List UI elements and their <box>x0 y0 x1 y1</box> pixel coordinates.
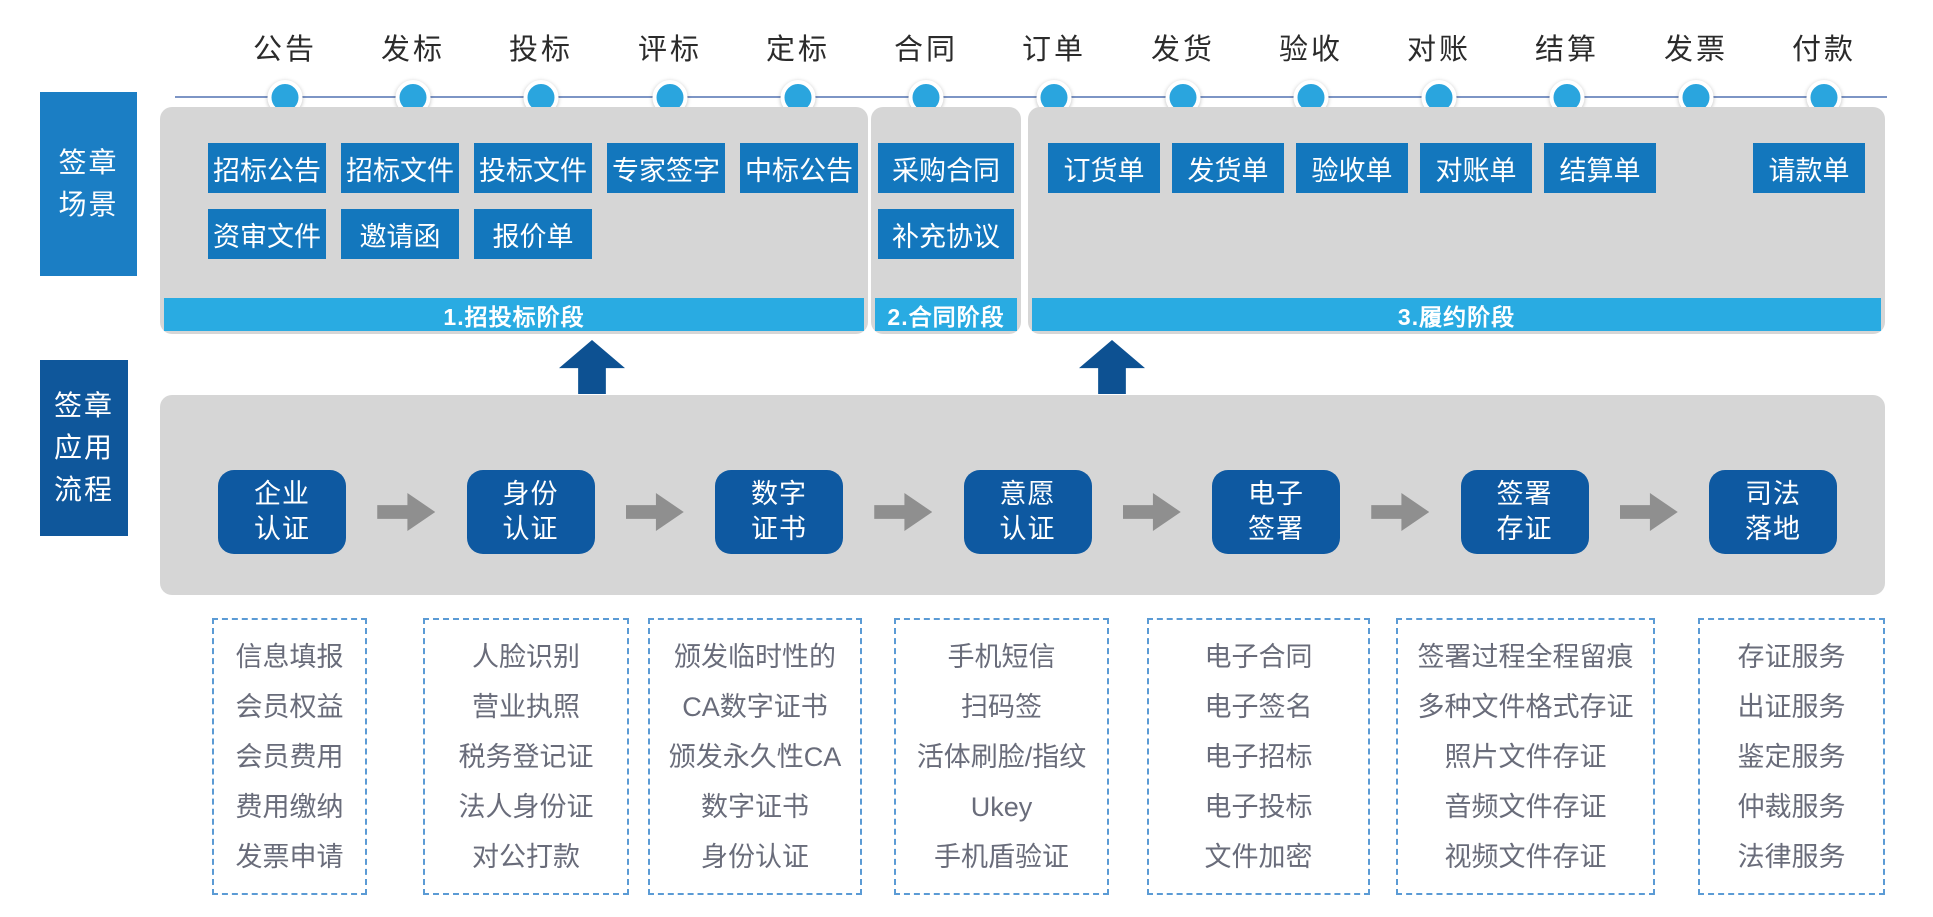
timeline-node-label: 评标 <box>637 34 703 66</box>
detail-item: 手机盾验证 <box>934 841 1069 872</box>
detail-item: 法律服务 <box>1737 841 1846 872</box>
scene-panel-contract: 采购合同 补充协议 2.合同阶段 <box>871 107 1021 334</box>
doc-chip: 邀请函 <box>341 209 459 259</box>
detail-list-signing-evidence: 签署过程全程留痕 多种文件格式存证 照片文件存证 音频文件存证 视频文件存证 <box>1396 618 1655 895</box>
detail-item: 电子招标 <box>1204 741 1313 772</box>
detail-item: 扫码签 <box>961 691 1042 722</box>
detail-item: 签署过程全程留痕 <box>1417 641 1634 672</box>
detail-item: 照片文件存证 <box>1444 741 1607 772</box>
detail-item: 数字证书 <box>701 791 809 822</box>
doc-chip: 补充协议 <box>878 209 1014 259</box>
detail-item: CA数字证书 <box>682 691 828 722</box>
detail-item: 税务登记证 <box>458 741 594 772</box>
timeline-line <box>175 96 1887 98</box>
detail-list-identity-auth: 人脸识别 营业执照 税务登记证 法人身份证 对公打款 <box>423 618 629 895</box>
flow-step-digital-cert: 数字 证书 <box>715 470 843 554</box>
doc-chip: 专家签字 <box>607 143 725 193</box>
timeline-node-label: 验收 <box>1278 34 1344 66</box>
timeline-node-label: 定标 <box>765 34 831 66</box>
detail-item: 鉴定服务 <box>1737 741 1846 772</box>
doc-chip: 投标文件 <box>474 143 592 193</box>
timeline-node-label: 付款 <box>1791 34 1857 66</box>
doc-chip: 请款单 <box>1753 143 1865 193</box>
detail-item: 手机短信 <box>947 641 1056 672</box>
timeline-node-label: 发标 <box>380 34 446 66</box>
detail-item: 存证服务 <box>1737 641 1846 672</box>
stage-bar-bidding: 1.招投标阶段 <box>164 298 864 331</box>
right-arrow-icon <box>625 493 684 531</box>
scene-panel-bidding: 招标公告 招标文件 投标文件 专家签字 中标公告 资审文件 邀请函 报价单 1.… <box>160 107 868 334</box>
section-label-signature-scenes: 签章 场景 <box>40 92 137 276</box>
timeline-node-label: 投标 <box>508 34 574 66</box>
timeline-node-label: 订单 <box>1021 34 1087 66</box>
timeline-node-label: 发货 <box>1150 34 1216 66</box>
right-arrow-icon <box>377 493 436 531</box>
application-flow-panel: 企业 认证 身份 认证 数字 证书 意愿 认证 电子 签署 签署 存证 司法 落… <box>160 395 1885 595</box>
doc-chip: 验收单 <box>1296 143 1408 193</box>
up-arrow-icon <box>559 340 625 394</box>
detail-item: 视频文件存证 <box>1444 841 1607 872</box>
scene-panel-performance: 订货单 发货单 验收单 对账单 结算单 请款单 3.履约阶段 <box>1028 107 1885 334</box>
detail-item: 颁发临时性的 <box>674 641 836 672</box>
detail-item: 音频文件存证 <box>1444 791 1607 822</box>
detail-item: 出证服务 <box>1737 691 1846 722</box>
detail-list-e-signing: 电子合同 电子签名 电子招标 电子投标 文件加密 <box>1147 618 1370 895</box>
stage-bar-contract: 2.合同阶段 <box>875 298 1017 331</box>
detail-item: 会员费用 <box>235 741 344 772</box>
detail-item: 发票申请 <box>235 841 344 872</box>
timeline-node-label: 结算 <box>1534 34 1600 66</box>
timeline-node-label: 合同 <box>893 34 959 66</box>
timeline-node-label: 对账 <box>1406 34 1472 66</box>
doc-chip: 中标公告 <box>740 143 858 193</box>
detail-item: Ukey <box>970 791 1033 822</box>
detail-item: 电子合同 <box>1204 641 1313 672</box>
detail-item: 电子投标 <box>1204 791 1313 822</box>
doc-chip: 资审文件 <box>208 209 326 259</box>
right-arrow-icon <box>1371 493 1430 531</box>
detail-item: 文件加密 <box>1204 841 1313 872</box>
right-arrow-icon <box>874 493 933 531</box>
detail-item: 多种文件格式存证 <box>1417 691 1634 722</box>
detail-list-judicial-services: 存证服务 出证服务 鉴定服务 仲裁服务 法律服务 <box>1698 618 1885 895</box>
detail-item: 费用缴纳 <box>235 791 344 822</box>
detail-item: 营业执照 <box>472 691 580 722</box>
detail-item: 对公打款 <box>472 841 580 872</box>
flow-step-e-signing: 电子 签署 <box>1212 470 1340 554</box>
flow-step-judicial-landing: 司法 落地 <box>1709 470 1837 554</box>
doc-chip: 招标公告 <box>208 143 326 193</box>
doc-chip: 对账单 <box>1420 143 1532 193</box>
timeline-node-label: 公告 <box>252 34 318 66</box>
detail-item: 人脸识别 <box>472 641 580 672</box>
right-arrow-icon <box>1122 493 1181 531</box>
up-arrow-icon <box>1079 340 1145 394</box>
detail-item: 身份认证 <box>701 841 809 872</box>
flow-step-willingness-auth: 意愿 认证 <box>963 470 1092 554</box>
flow-step-identity-auth: 身份 认证 <box>466 470 595 554</box>
doc-chip: 报价单 <box>474 209 592 259</box>
doc-chip: 招标文件 <box>341 143 459 193</box>
doc-chip: 采购合同 <box>878 143 1014 193</box>
detail-item: 会员权益 <box>235 691 344 722</box>
detail-item: 颁发永久性CA <box>668 741 842 772</box>
application-flow: 企业 认证 身份 认证 数字 证书 意愿 认证 电子 签署 签署 存证 司法 落… <box>218 469 1837 555</box>
flow-step-enterprise-auth: 企业 认证 <box>218 470 346 554</box>
detail-item: 仲裁服务 <box>1737 791 1846 822</box>
timeline-node-label: 发票 <box>1663 34 1729 66</box>
doc-chip: 结算单 <box>1544 143 1656 193</box>
stage-bar-performance: 3.履约阶段 <box>1032 298 1881 331</box>
section-label-signature-process: 签章 应用 流程 <box>40 360 128 536</box>
detail-item: 信息填报 <box>235 641 344 672</box>
doc-chip: 发货单 <box>1172 143 1284 193</box>
detail-item: 电子签名 <box>1204 691 1313 722</box>
detail-list-enterprise-auth: 信息填报 会员权益 会员费用 费用缴纳 发票申请 <box>212 618 367 895</box>
flow-step-signing-evidence: 签署 存证 <box>1460 470 1589 554</box>
detail-item: 法人身份证 <box>458 791 594 822</box>
doc-chip: 订货单 <box>1048 143 1160 193</box>
detail-list-digital-cert: 颁发临时性的 CA数字证书 颁发永久性CA 数字证书 身份认证 <box>648 618 862 895</box>
detail-list-willingness-auth: 手机短信 扫码签 活体刷脸/指纹 Ukey 手机盾验证 <box>894 618 1109 895</box>
detail-item: 活体刷脸/指纹 <box>916 741 1087 772</box>
right-arrow-icon <box>1619 493 1678 531</box>
